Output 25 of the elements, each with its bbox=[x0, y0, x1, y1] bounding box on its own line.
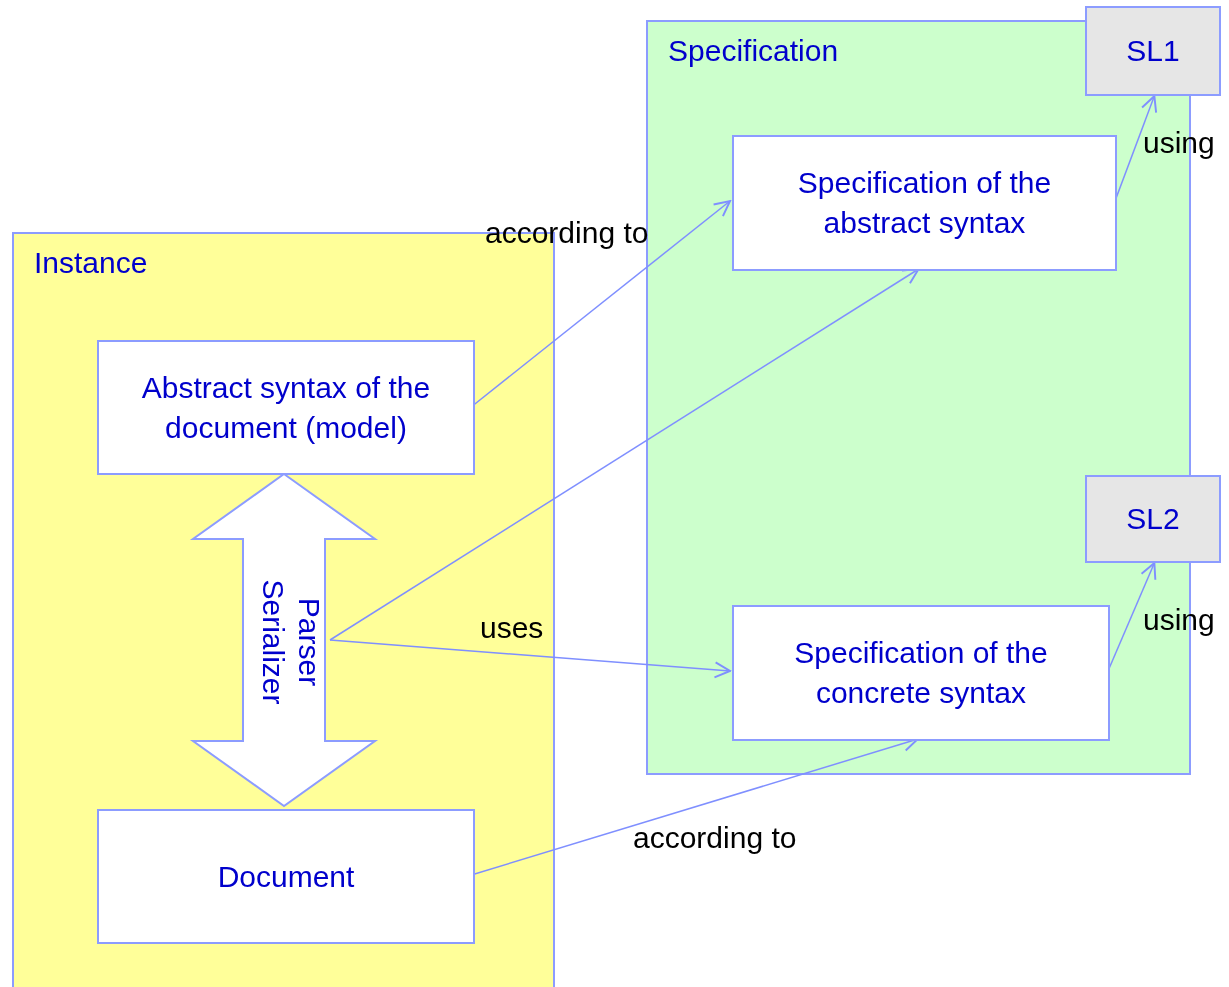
arrow bbox=[472, 200, 731, 407]
panel-title: Specification bbox=[668, 34, 839, 68]
process-box bbox=[732, 605, 1110, 741]
edge-label: according to bbox=[633, 821, 797, 855]
node-label: Abstract syntax of the document (model) bbox=[140, 369, 432, 446]
edge-label: using bbox=[1143, 126, 1215, 160]
arrow-label: Serializer bbox=[256, 579, 291, 705]
node-label: SL1 bbox=[1125, 33, 1181, 69]
panel-title: Instance bbox=[34, 246, 148, 280]
tag-box bbox=[1085, 475, 1221, 563]
arrow-label: Parser bbox=[292, 597, 327, 687]
edge-label: using bbox=[1143, 603, 1215, 637]
edge-label: according to bbox=[485, 216, 649, 250]
process-box bbox=[732, 135, 1117, 271]
tag-box bbox=[1085, 6, 1221, 96]
node-label: Document bbox=[216, 858, 356, 895]
double-arrow bbox=[189, 472, 379, 808]
node-label: SL2 bbox=[1125, 501, 1181, 537]
node-label: Specification of the abstract syntax bbox=[796, 165, 1053, 241]
arrow bbox=[329, 639, 731, 679]
arrow bbox=[329, 268, 920, 641]
edge-label: uses bbox=[480, 611, 544, 645]
node-label: Specification of the concrete syntax bbox=[793, 635, 1049, 711]
process-box bbox=[97, 340, 475, 475]
process-box bbox=[97, 809, 475, 944]
